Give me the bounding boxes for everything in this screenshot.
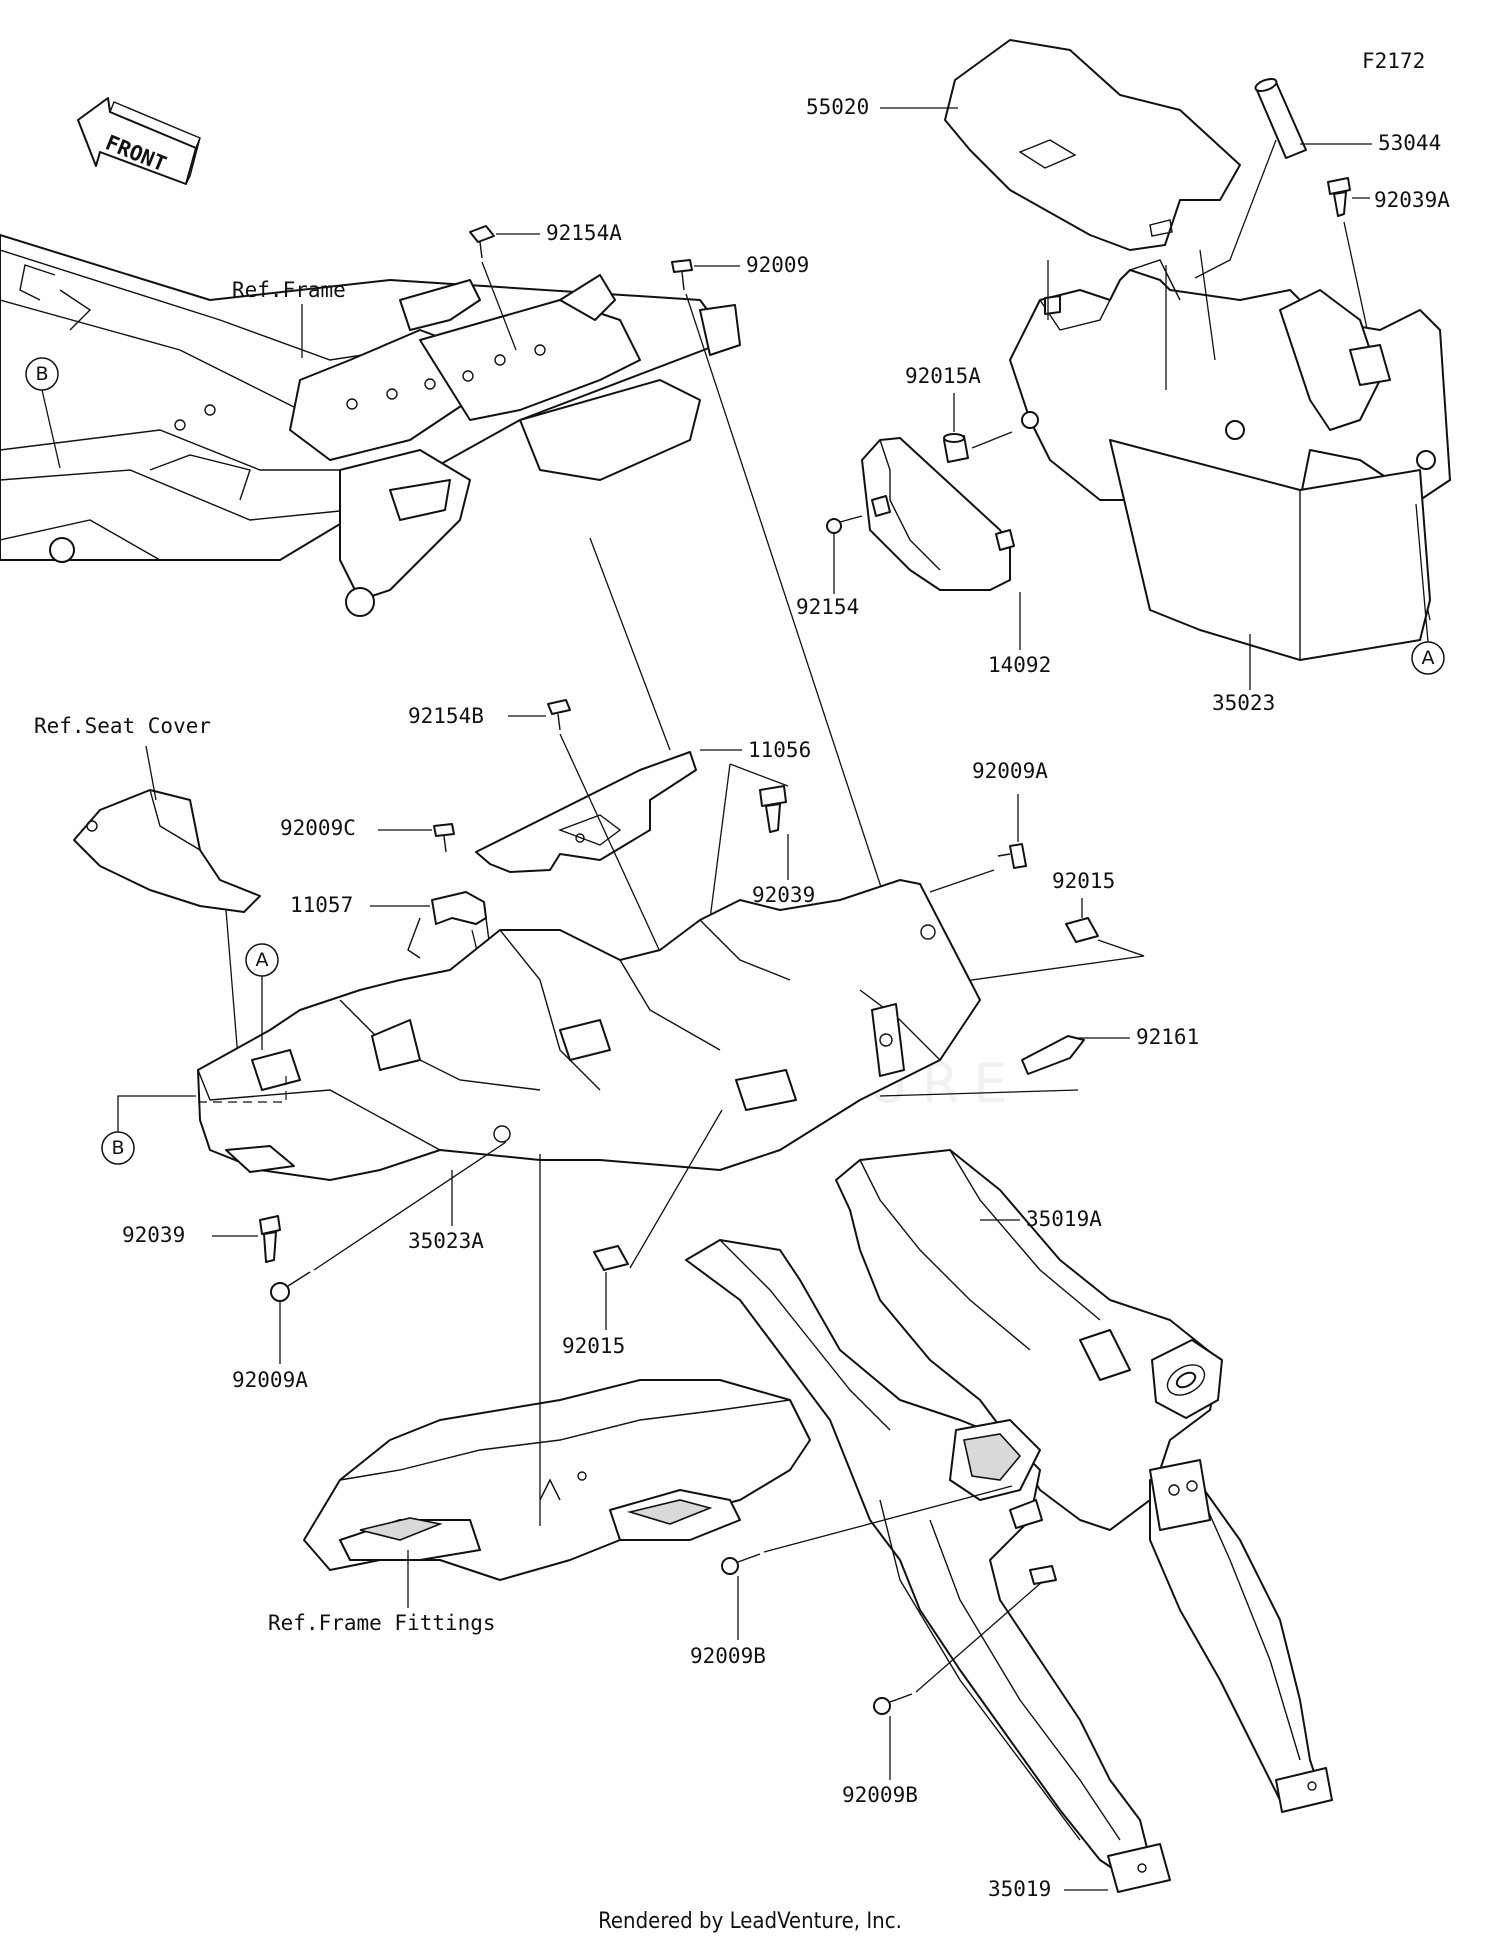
callout-a-left: A <box>245 943 279 977</box>
callout-b-left: B <box>101 1131 135 1165</box>
clip-92039-mid <box>759 785 787 833</box>
label-35023: 35023 <box>1212 691 1275 715</box>
label-92161: 92161 <box>1136 1025 1199 1049</box>
bracket-35019 <box>685 1239 1171 1893</box>
label-92154A: 92154A <box>546 221 622 245</box>
label-92009-top: 92009 <box>746 253 809 277</box>
label-92009B-upper: 92009B <box>690 1644 766 1668</box>
svg-text:B: B <box>35 363 48 385</box>
label-92015-bottom: 92015 <box>562 1334 625 1358</box>
svg-text:A: A <box>256 949 269 971</box>
label-92015A: 92015A <box>905 364 981 388</box>
footer-credit: Rendered by LeadVenture, Inc. <box>598 1909 902 1934</box>
callout-a-right: A <box>1411 641 1445 675</box>
label-92154B: 92154B <box>408 704 484 728</box>
label-92009A-right: 92009A <box>972 759 1048 783</box>
label-92015-right: 92015 <box>1052 869 1115 893</box>
bracket-11056 <box>475 751 697 873</box>
label-53044: 53044 <box>1378 131 1441 155</box>
label-92009A-bottom: 92009A <box>232 1368 308 1392</box>
nut-92015-right <box>1065 917 1099 943</box>
ref-seat-cover-label: Ref.Seat Cover <box>34 714 211 738</box>
label-92009C: 92009C <box>280 816 356 840</box>
label-92009B-lower: 92009B <box>842 1783 918 1807</box>
tube-53044 <box>1254 77 1307 159</box>
rear-frame <box>0 234 741 617</box>
label-35019: 35019 <box>988 1877 1051 1901</box>
pad-92161 <box>1021 1035 1085 1075</box>
nut-92015-bottom <box>593 1245 629 1271</box>
label-92039-left: 92039 <box>122 1223 185 1247</box>
battery-box-35023 <box>1009 259 1451 661</box>
label-92154: 92154 <box>796 595 859 619</box>
label-35019A: 35019A <box>1026 1207 1102 1231</box>
clip-92039A <box>1327 177 1351 217</box>
screw-92009B-upper <box>721 1553 761 1575</box>
svg-text:A: A <box>1422 647 1435 669</box>
ref-frame-fittings-label: Ref.Frame Fittings <box>268 1611 496 1635</box>
label-35023A: 35023A <box>408 1229 484 1253</box>
label-92039-mid: 92039 <box>752 883 815 907</box>
cover-55020 <box>944 39 1241 251</box>
bolt-92009A-bottom <box>270 1271 311 1302</box>
bolt-92154B <box>547 699 571 731</box>
cover-14092 <box>861 437 1015 591</box>
seat-cover <box>73 789 261 913</box>
diagram-code: F2172 <box>1362 49 1425 73</box>
label-92039A: 92039A <box>1374 188 1450 212</box>
bracket-35019A <box>835 1149 1333 1813</box>
clip-92039-left <box>259 1215 281 1263</box>
bolt-92009A-right <box>997 843 1027 869</box>
ref-frame-label: Ref.Frame <box>232 278 346 302</box>
svg-text:B: B <box>111 1137 124 1159</box>
label-55020: 55020 <box>806 95 869 119</box>
label-11056: 11056 <box>748 738 811 762</box>
collar-92015A <box>943 433 969 463</box>
bolt-92154A <box>469 225 495 259</box>
bolt-92009-top <box>671 259 693 291</box>
screw-92009C <box>433 823 455 853</box>
bolt-92154 <box>826 515 863 534</box>
label-14092: 14092 <box>988 653 1051 677</box>
callout-b-top: B <box>25 357 59 391</box>
label-11057: 11057 <box>290 893 353 917</box>
fender-35023A <box>197 879 981 1181</box>
frame-fittings <box>303 1379 811 1581</box>
front-arrow-icon: FRONT <box>77 97 201 185</box>
screw-92009B-lower <box>873 1693 913 1715</box>
